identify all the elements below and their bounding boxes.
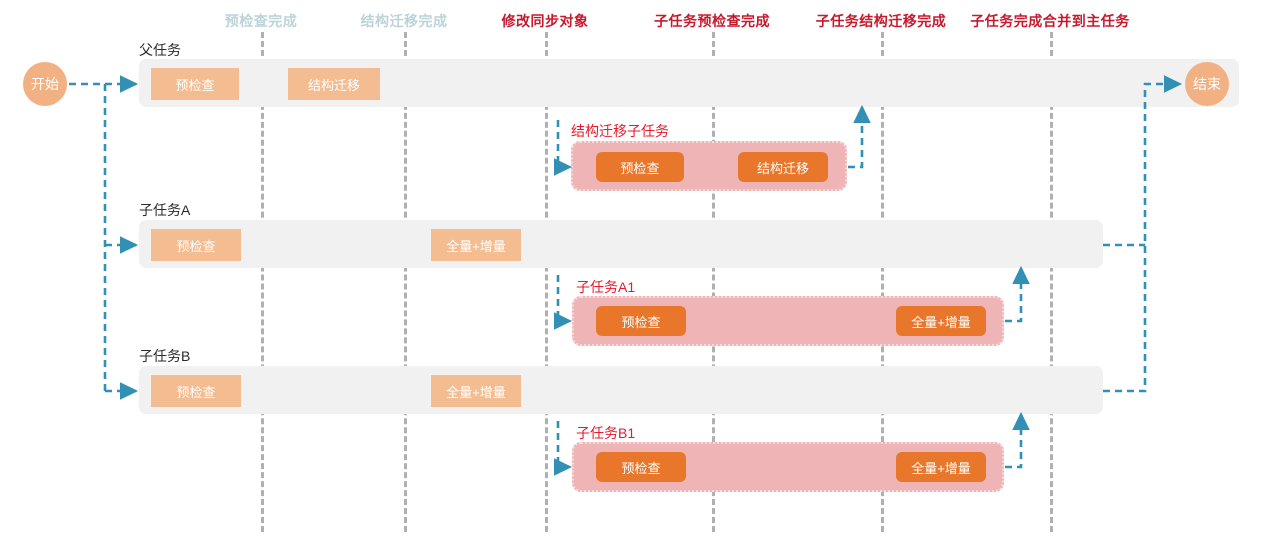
- lane-title-父任务: 父任务: [139, 42, 181, 58]
- task-block[interactable]: 预检查: [596, 452, 686, 482]
- milestone-label-1: 结构迁移完成: [360, 13, 448, 29]
- task-block[interactable]: 结构迁移: [288, 68, 380, 100]
- task-block[interactable]: 预检查: [151, 68, 239, 100]
- lane-title-子任务A: 子任务A: [139, 202, 191, 218]
- wire-subtask-b1-merge-up: [1005, 411, 1030, 469]
- task-block[interactable]: 预检查: [596, 306, 686, 336]
- start-node[interactable]: 开始: [23, 62, 67, 106]
- subgroup-title-子任务A1: 子任务A1: [576, 279, 636, 295]
- milestone-label-0: 预检查完成: [224, 13, 298, 29]
- wire-subtask-a1-merge-up: [1005, 265, 1030, 323]
- task-block[interactable]: 结构迁移: [738, 152, 828, 182]
- end-node[interactable]: 结束: [1185, 62, 1229, 106]
- guide-line-3: [712, 32, 715, 532]
- task-block[interactable]: 预检查: [596, 152, 684, 182]
- milestone-label-4: 子任务结构迁移完成: [815, 13, 947, 29]
- task-block[interactable]: 全量+增量: [431, 229, 521, 261]
- guide-line-2: [545, 32, 548, 532]
- subgroup-title-结构迁移子任务: 结构迁移子任务: [571, 123, 669, 139]
- guide-line-4: [881, 32, 884, 532]
- wire-struct-subtask-merge-up: [848, 104, 871, 169]
- subgroup-title-子任务B1: 子任务B1: [576, 425, 636, 441]
- wire-collector-to-end: [1103, 75, 1183, 393]
- guide-line-1: [404, 32, 407, 532]
- milestone-label-5: 子任务完成合并到主任务: [970, 13, 1130, 29]
- task-block[interactable]: 预检查: [151, 229, 241, 261]
- milestone-label-2: 修改同步对象: [501, 13, 589, 29]
- task-block[interactable]: 全量+增量: [431, 375, 521, 407]
- wire-to-subtask-b1: [553, 421, 573, 476]
- end-node-label: 结束: [1193, 76, 1221, 92]
- guide-line-0: [261, 32, 264, 532]
- lane-title-子任务B: 子任务B: [139, 348, 191, 364]
- task-block[interactable]: 预检查: [151, 375, 241, 407]
- lane-子任务B: [139, 366, 1103, 414]
- start-node-label: 开始: [31, 76, 59, 92]
- lane-子任务A: [139, 220, 1103, 268]
- task-block[interactable]: 全量+增量: [896, 452, 986, 482]
- guide-line-5: [1050, 32, 1053, 532]
- wire-to-subtask-a1: [553, 275, 573, 330]
- wire-to-struct-migration-subtask: [553, 120, 573, 176]
- task-block[interactable]: 全量+增量: [896, 306, 986, 336]
- milestone-label-3: 子任务预检查完成: [654, 13, 770, 29]
